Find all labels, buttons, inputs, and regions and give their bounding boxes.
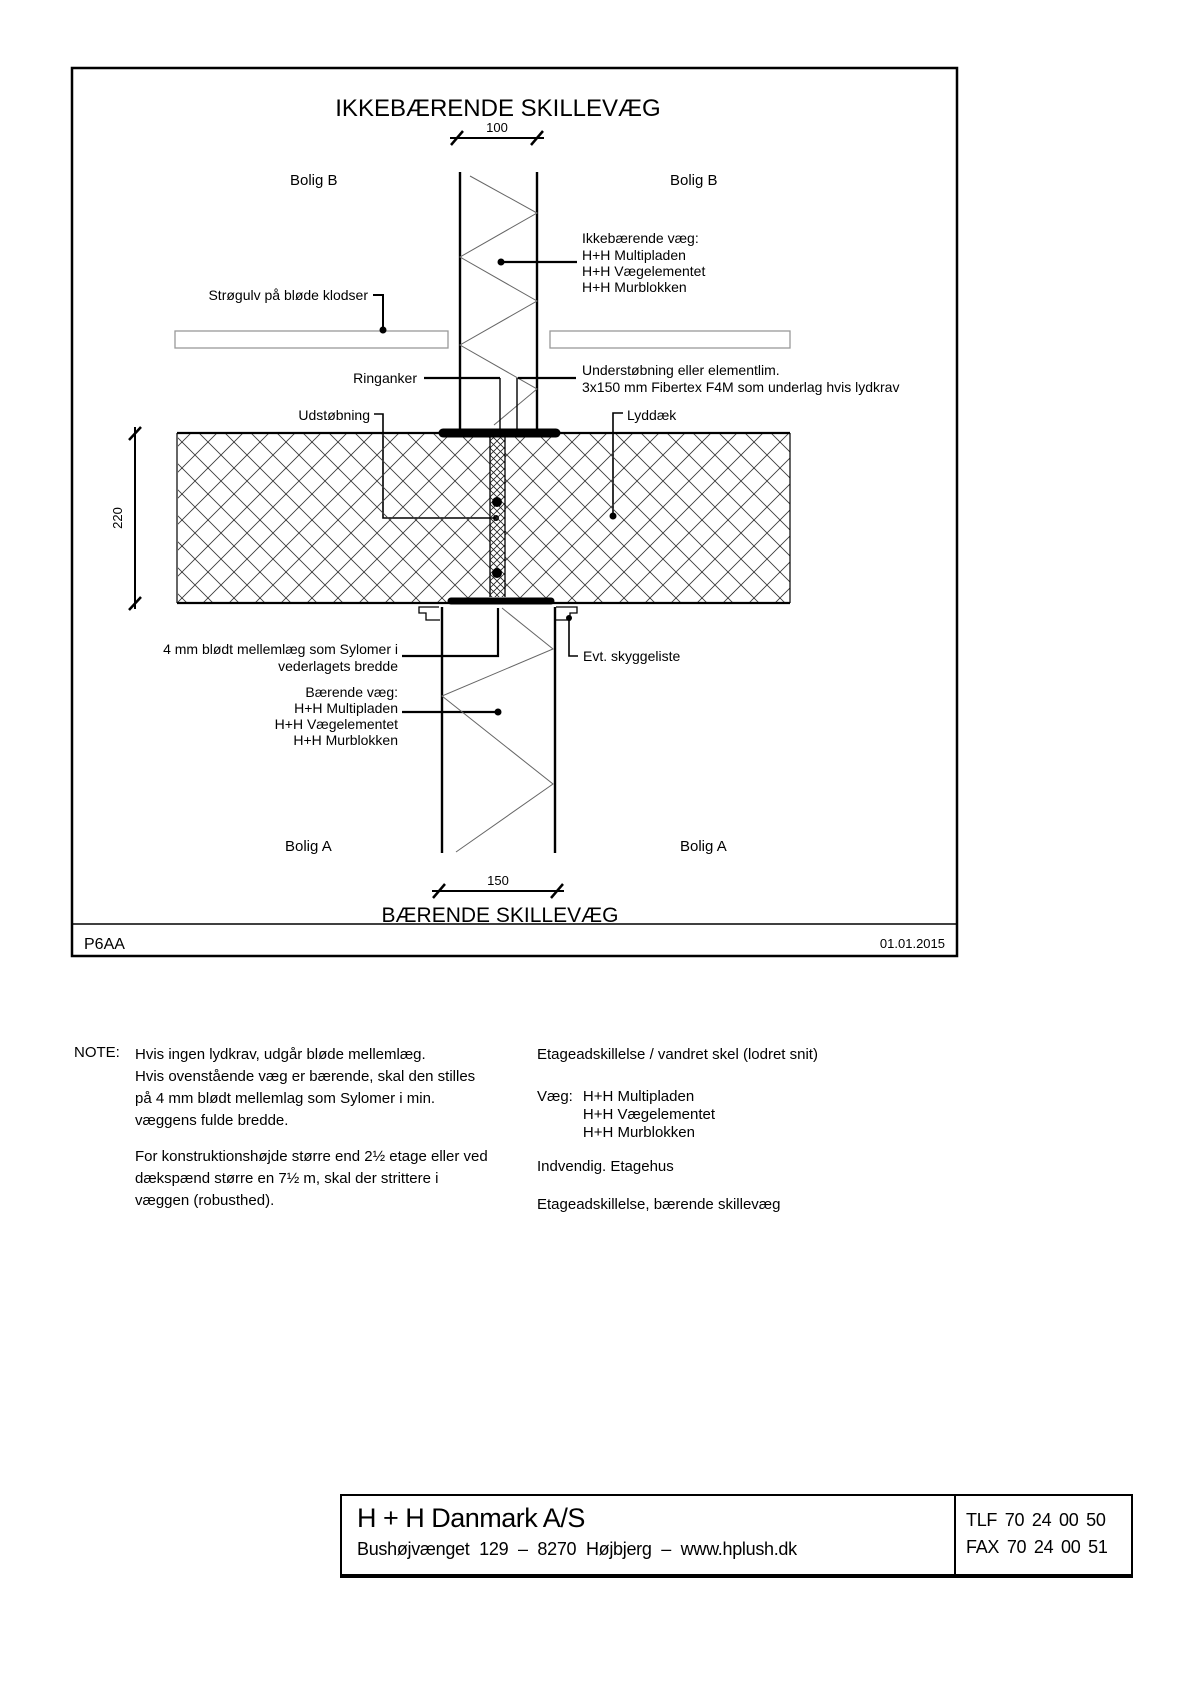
title-block-left: H + H Danmark A/S Bushøjvænget 129 – 827… bbox=[342, 1496, 954, 1574]
svg-text:3x150 mm Fibertex F4M som unde: 3x150 mm Fibertex F4M som underlag hvis … bbox=[582, 379, 899, 395]
company-fax: FAX 70 24 00 51 bbox=[966, 1537, 1108, 1557]
svg-text:H+H Murblokken: H+H Murblokken bbox=[293, 732, 398, 748]
svg-text:100: 100 bbox=[486, 120, 508, 135]
wall-item: H+H Vægelementet bbox=[582, 1106, 716, 1123]
dimension-220: 220 bbox=[110, 426, 142, 611]
note-line: Hvis ovenstående væg er bærende, skal de… bbox=[135, 1068, 476, 1085]
label-baerende-vaeg: Bærende væg: H+H Multipladen H+H Vægelem… bbox=[275, 684, 502, 748]
note-line: For konstruktionshøjde større end 2½ eta… bbox=[135, 1148, 488, 1165]
svg-text:Strøgulv på bløde klodser: Strøgulv på bløde klodser bbox=[208, 287, 368, 303]
company-address: Bushøjvænget 129 – 8270 Højbjerg – www.h… bbox=[357, 1539, 797, 1559]
svg-text:Ringanker: Ringanker bbox=[353, 370, 417, 386]
note-line: dækspænd større en 7½ m, skal der stritt… bbox=[135, 1170, 439, 1187]
floor-boards bbox=[174, 330, 791, 349]
note-line: væggens fulde bredde. bbox=[135, 1112, 289, 1129]
room-bolig-b-left: Bolig B bbox=[290, 172, 338, 189]
drawing-code: P6AA bbox=[84, 936, 125, 953]
svg-text:H+H Multipladen: H+H Multipladen bbox=[294, 700, 398, 716]
title-block: H + H Danmark A/S Bushøjvænget 129 – 827… bbox=[340, 1494, 1133, 1578]
drawing-frame bbox=[70, 66, 959, 958]
floor-slab bbox=[176, 428, 791, 605]
upper-wall bbox=[458, 172, 539, 429]
svg-text:Evt. skyggeliste: Evt. skyggeliste bbox=[583, 648, 680, 664]
top-title: IKKEBÆRENDE SKILLEVÆG bbox=[335, 95, 660, 122]
description-wall: Væg: H+H Multipladen H+H Vægelementet H+… bbox=[537, 1088, 715, 1142]
svg-text:vederlagets bredde: vederlagets bredde bbox=[278, 658, 398, 674]
label-ikkebaerende-vaeg: Ikkebærende væg: H+H Multipladen H+H Væg… bbox=[497, 230, 705, 295]
room-bolig-b-right: Bolig B bbox=[670, 172, 718, 189]
note-line: Hvis ingen lydkrav, udgår bløde mellemlæ… bbox=[135, 1046, 426, 1063]
label-mellemlaeg: 4 mm blødt mellemlæg som Sylomer i veder… bbox=[163, 608, 500, 674]
lower-wall bbox=[440, 607, 557, 853]
wall-label: Væg: bbox=[537, 1088, 573, 1105]
title-block-right: TLF 70 24 00 50 FAX 70 24 00 51 bbox=[954, 1496, 1131, 1574]
svg-text:H+H Multipladen: H+H Multipladen bbox=[582, 247, 686, 263]
label-ringanker: Ringanker bbox=[353, 370, 518, 429]
svg-text:Udstøbning: Udstøbning bbox=[298, 407, 370, 423]
note-line: på 4 mm blødt mellemlag som Sylomer i mi… bbox=[135, 1090, 436, 1107]
svg-text:150: 150 bbox=[487, 873, 509, 888]
dimension-150: 150 bbox=[432, 873, 564, 899]
wall-item: H+H Multipladen bbox=[582, 1088, 695, 1105]
description-use: Indvendig. Etagehus bbox=[537, 1158, 674, 1175]
dimension-100: 100 bbox=[450, 120, 544, 146]
anchor-dot-upper bbox=[492, 497, 502, 507]
note-line: væggen (robusthed). bbox=[135, 1192, 275, 1209]
svg-text:Understøbning eller elementlim: Understøbning eller elementlim. bbox=[582, 362, 780, 378]
note-body: Hvis ingen lydkrav, udgår bløde mellemlæ… bbox=[135, 1044, 488, 1212]
description-category: Etageadskillelse, bærende skillevæg bbox=[537, 1196, 781, 1213]
label-strogulv: Strøgulv på bløde klodser bbox=[208, 287, 387, 334]
svg-text:H+H Vægelementet: H+H Vægelementet bbox=[275, 716, 398, 732]
note-label: NOTE: bbox=[74, 1044, 120, 1061]
label-understobning: Understøbning eller elementlim. 3x150 mm… bbox=[518, 362, 899, 395]
anchor-dot-lower bbox=[492, 568, 502, 578]
room-bolig-a-right: Bolig A bbox=[680, 838, 727, 855]
company-phone: TLF 70 24 00 50 bbox=[966, 1510, 1106, 1530]
company-name: H + H Danmark A/S bbox=[357, 1503, 585, 1533]
svg-text:H+H Vægelementet: H+H Vægelementet bbox=[582, 263, 705, 279]
svg-text:220: 220 bbox=[110, 507, 125, 529]
svg-text:4 mm blødt mellemlæg som Sylom: 4 mm blødt mellemlæg som Sylomer i bbox=[163, 641, 398, 657]
svg-text:Lyddæk: Lyddæk bbox=[627, 407, 677, 423]
description-type: Etageadskillelse / vandret skel (lodret … bbox=[537, 1046, 818, 1063]
svg-text:Ikkebærende væg:: Ikkebærende væg: bbox=[582, 230, 699, 246]
svg-text:H+H Murblokken: H+H Murblokken bbox=[582, 279, 687, 295]
wall-item: H+H Murblokken bbox=[582, 1124, 695, 1141]
svg-text:Bærende væg:: Bærende væg: bbox=[305, 684, 398, 700]
skyggeliste: Evt. skyggeliste bbox=[418, 606, 680, 664]
drawing-date: 01.01.2015 bbox=[880, 936, 945, 951]
room-bolig-a-left: Bolig A bbox=[285, 838, 332, 855]
bottom-title: BÆRENDE SKILLEVÆG bbox=[382, 904, 619, 927]
